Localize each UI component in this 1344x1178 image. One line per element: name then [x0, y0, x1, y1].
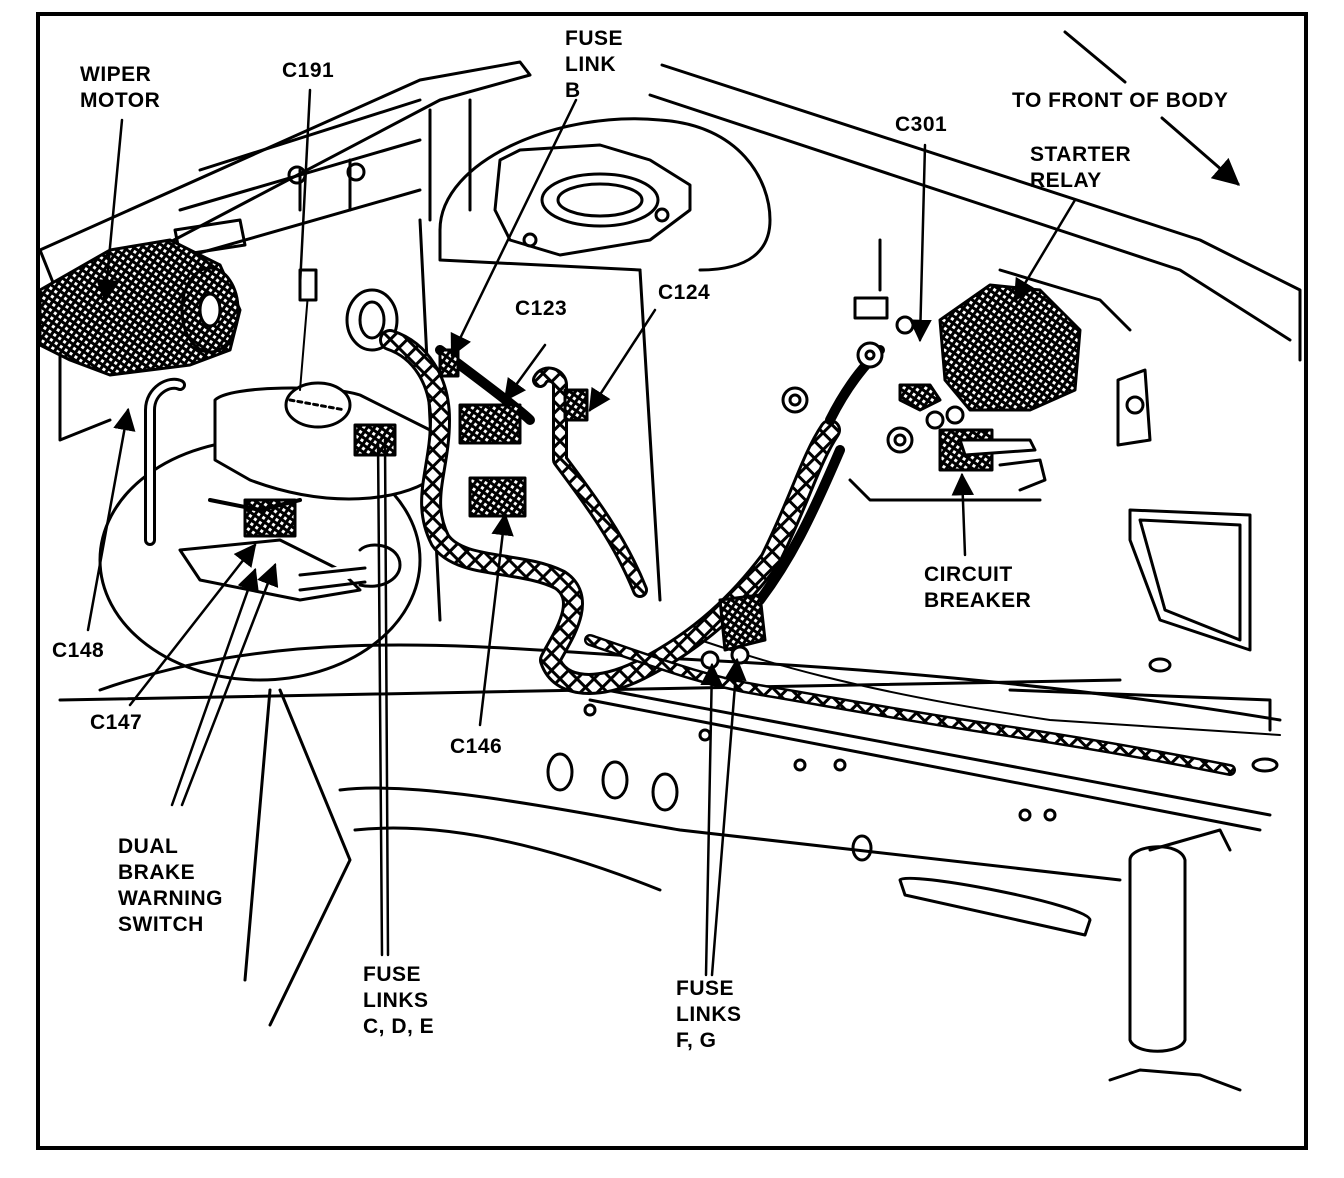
label-c191: C191 [282, 59, 335, 82]
label-c123: C123 [515, 297, 568, 320]
label-c146: C146 [450, 735, 503, 758]
label-c148: C148 [52, 639, 105, 662]
connectors [298, 268, 965, 670]
wiper-motor [38, 238, 242, 377]
starter-relay [898, 283, 1082, 412]
leader-lines [86, 88, 1077, 977]
label-c124: C124 [658, 281, 711, 304]
label-c147: C147 [90, 711, 143, 734]
wiring-harness [144, 269, 1281, 776]
label-to-front-of-body: TO FRONT OF BODY [1012, 89, 1229, 112]
label-c301: C301 [895, 113, 948, 136]
direction-arrow [1063, 30, 1241, 186]
body-holes [546, 657, 1279, 862]
circuit-breaker [938, 428, 1047, 492]
strut-tower [438, 117, 772, 602]
